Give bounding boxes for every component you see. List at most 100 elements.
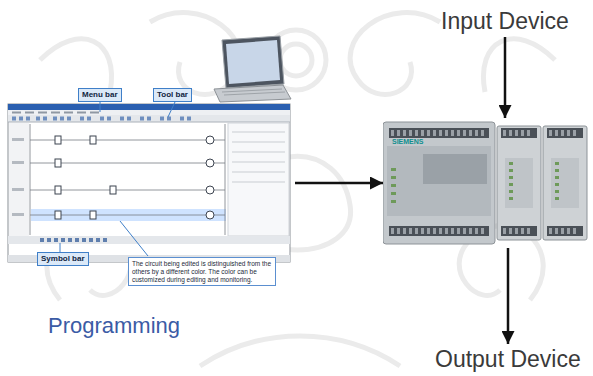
plc-drawing [505,158,533,208]
note-text: The circuit being edited is distinguishe… [128,257,276,286]
plc-drawing [421,228,424,234]
software-window [8,104,290,110]
flow-arrow [507,248,510,344]
software-window [47,238,51,242]
software-window [12,213,24,216]
plc-unit: SIEMENS [383,118,588,248]
software-window [12,161,24,164]
plc-drawing [527,130,530,136]
software-window [53,117,57,121]
software-window [25,112,34,114]
watermark-ornament [200,336,400,366]
plc-drawing [515,130,518,136]
software-window [8,110,290,115]
plc-drawing [515,228,518,234]
software-window [180,117,184,121]
software-window [96,238,100,242]
plc-drawing [555,130,558,136]
software-window [38,112,47,114]
plc-drawing [415,130,418,136]
callout-label: Symbol bar [37,252,89,266]
software-window [232,162,285,163]
software-window [60,117,64,121]
software-window [26,117,30,121]
laptop-icon [224,92,285,95]
laptop-icon [214,36,291,102]
software-window [110,186,116,194]
plc-drawing [551,158,579,208]
plc-drawing [521,228,524,234]
watermark-ornament [40,39,112,92]
software-window [225,124,226,235]
plc-drawing [391,130,394,136]
plc-drawing [555,190,559,193]
software-window [77,112,86,114]
software-window [40,238,107,242]
watermark-ornament [483,39,555,92]
software-window [54,238,58,242]
plc-drawing [549,228,552,234]
software-window [61,238,65,242]
plc-drawing [573,130,576,136]
software-window [8,122,290,123]
plc-drawing [433,130,436,136]
software-window [40,238,44,242]
software-window [147,117,151,121]
software-window [232,152,285,153]
software-window [228,123,289,236]
plc-drawing [501,128,537,138]
software-window [90,211,96,219]
plc-drawing [439,228,442,234]
plc-drawing [457,130,460,136]
software-window [43,117,47,121]
leader-line [168,102,175,117]
programming-software: Programming [5,40,295,345]
plc-drawing [403,228,406,234]
software-window [55,136,214,219]
plc-drawing [509,130,512,136]
software-window [9,123,29,236]
software-window [36,117,40,121]
software-window [12,117,191,121]
software-window [232,132,285,133]
plc-drawing [391,200,396,203]
laptop-icon [226,40,280,84]
plc-drawing [561,228,564,234]
plc-drawing [469,130,472,136]
software-window [12,117,16,121]
software-window [206,186,214,194]
software-window [80,117,84,121]
input-device-label: Input Device [441,8,569,34]
programming-software-label: Programming [48,313,180,338]
software-window [160,117,164,121]
software-window [55,136,61,144]
software-window [31,209,226,221]
plc-drawing [567,130,570,136]
software-window [12,112,99,114]
plc-drawing [527,228,530,234]
plc-drawing [503,228,506,234]
software-window [64,112,73,114]
flow-arrow [295,182,383,185]
plc-drawing [397,228,400,234]
plc-drawing [397,130,400,136]
laptop-icon [222,89,282,92]
software-window [206,211,214,219]
software-window [67,117,71,121]
plc-drawing [501,226,537,236]
software-window [75,238,79,242]
plc-drawing [481,130,484,136]
plc-drawing [561,130,564,136]
software-window [120,117,124,121]
plc-drawing [427,130,430,136]
plc-drawing [509,176,513,179]
plc-drawing [387,146,491,216]
laptop-icon [222,36,284,88]
plc-drawing [521,130,524,136]
software-window [30,124,31,235]
plc-drawing [469,228,472,234]
plc-drawing [463,228,466,234]
watermark-ornament [280,44,312,76]
input-device: Input Device [436,6,574,37]
